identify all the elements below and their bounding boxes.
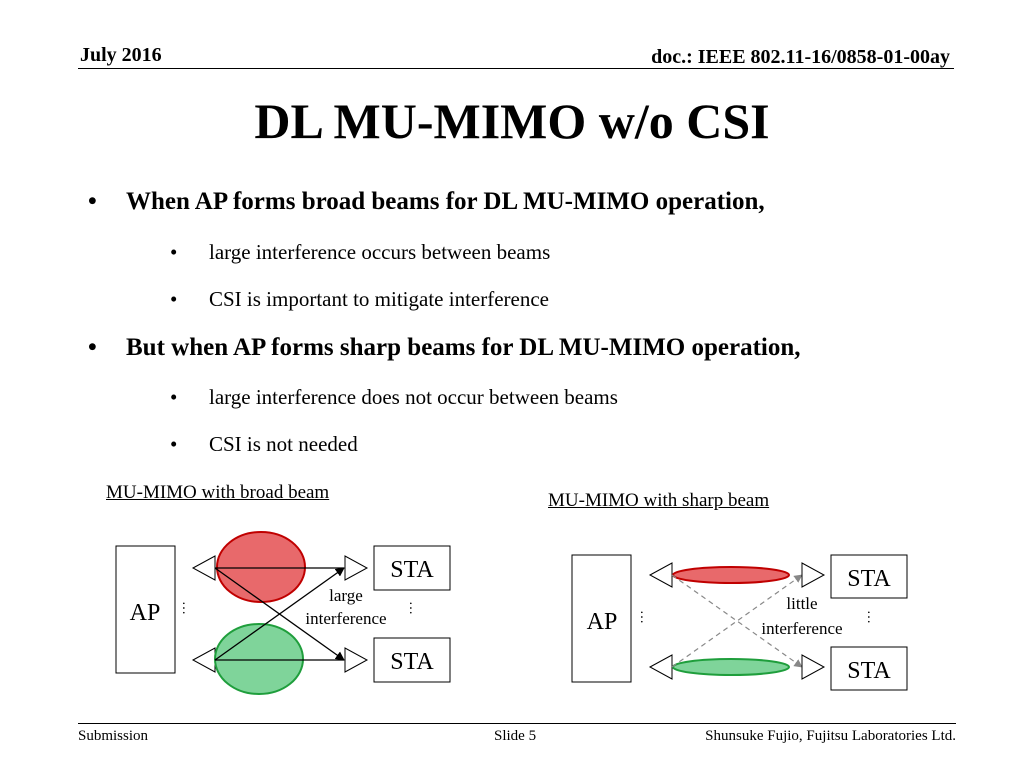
ap-antenna-top [648, 562, 673, 588]
bullet-marker: • [170, 432, 178, 456]
header-doc-id: doc.: IEEE 802.11-16/0858-01-00ay [651, 46, 950, 68]
ap-antenna-bottom [191, 647, 216, 673]
interference-label-line2: interference [761, 619, 842, 638]
bullet-marker: • [170, 385, 178, 409]
sta-box-bottom [373, 637, 451, 683]
sta-antenna-top [801, 562, 826, 588]
sta-box-top [373, 545, 451, 591]
sharp-beam-diagram: AP … STA STA … little interference [571, 554, 908, 691]
sta-label-top: STA [847, 566, 891, 592]
footer-submission: Submission [78, 728, 149, 744]
ap-antenna-ellipsis-icon: … [637, 610, 652, 624]
sta-antenna-top [344, 555, 369, 581]
sharp-beam-caption: MU-MIMO with sharp beam [548, 490, 770, 511]
sta-label-bottom: STA [847, 658, 891, 684]
interference-line [214, 567, 345, 661]
sta-label-top: STA [390, 557, 434, 583]
sub-bullet-text: CSI is not needed [209, 432, 358, 456]
bullet-marker: • [88, 188, 97, 215]
slide-title: DL MU-MIMO w/o CSI [254, 93, 770, 149]
bullet-2-text: But when AP forms sharp beams for DL MU-… [126, 334, 801, 361]
beam-top [672, 566, 790, 584]
footer-rule [78, 723, 956, 724]
beam-top [216, 531, 306, 603]
broad-beam-diagram: AP … STA STA … large interference [115, 531, 451, 695]
sta-antenna-bottom [344, 647, 369, 673]
interference-label-line2: interference [305, 609, 386, 628]
sta-ellipsis-icon: … [864, 610, 879, 624]
bullet-marker: • [88, 334, 97, 361]
beam-bottom [672, 658, 790, 676]
ap-antenna-bottom [648, 654, 673, 680]
header-rule [78, 68, 954, 69]
ap-box [115, 545, 176, 674]
ap-antenna-top [191, 555, 216, 581]
interference-label-line1: little [786, 594, 817, 613]
footer-author: Shunsuke Fujio, Fujitsu Laboratories Ltd… [705, 728, 956, 744]
sta-label-bottom: STA [390, 649, 434, 675]
bullet-marker: • [170, 240, 178, 264]
beam-bottom [214, 623, 304, 695]
sta-box-bottom [830, 646, 908, 691]
bullet-1-text: When AP forms broad beams for DL MU-MIMO… [126, 188, 765, 215]
sub-bullet-text: CSI is important to mitigate interferenc… [209, 287, 549, 311]
sub-bullet-text: large interference does not occur betwee… [209, 385, 618, 409]
bullet-marker: • [170, 287, 178, 311]
ap-box [571, 554, 632, 683]
footer-slide-number: Slide 5 [494, 728, 537, 744]
ap-label: AP [130, 600, 161, 626]
sta-box-top [830, 554, 908, 599]
sta-ellipsis-icon: … [406, 601, 421, 615]
interference-label-line1: large [329, 586, 363, 605]
header-date: July 2016 [80, 44, 162, 66]
sub-bullet-text: large interference occurs between beams [209, 240, 551, 264]
ap-label: AP [587, 609, 618, 635]
sta-antenna-bottom [801, 654, 826, 680]
broad-beam-caption: MU-MIMO with broad beam [106, 482, 330, 503]
ap-antenna-ellipsis-icon: … [179, 601, 194, 615]
